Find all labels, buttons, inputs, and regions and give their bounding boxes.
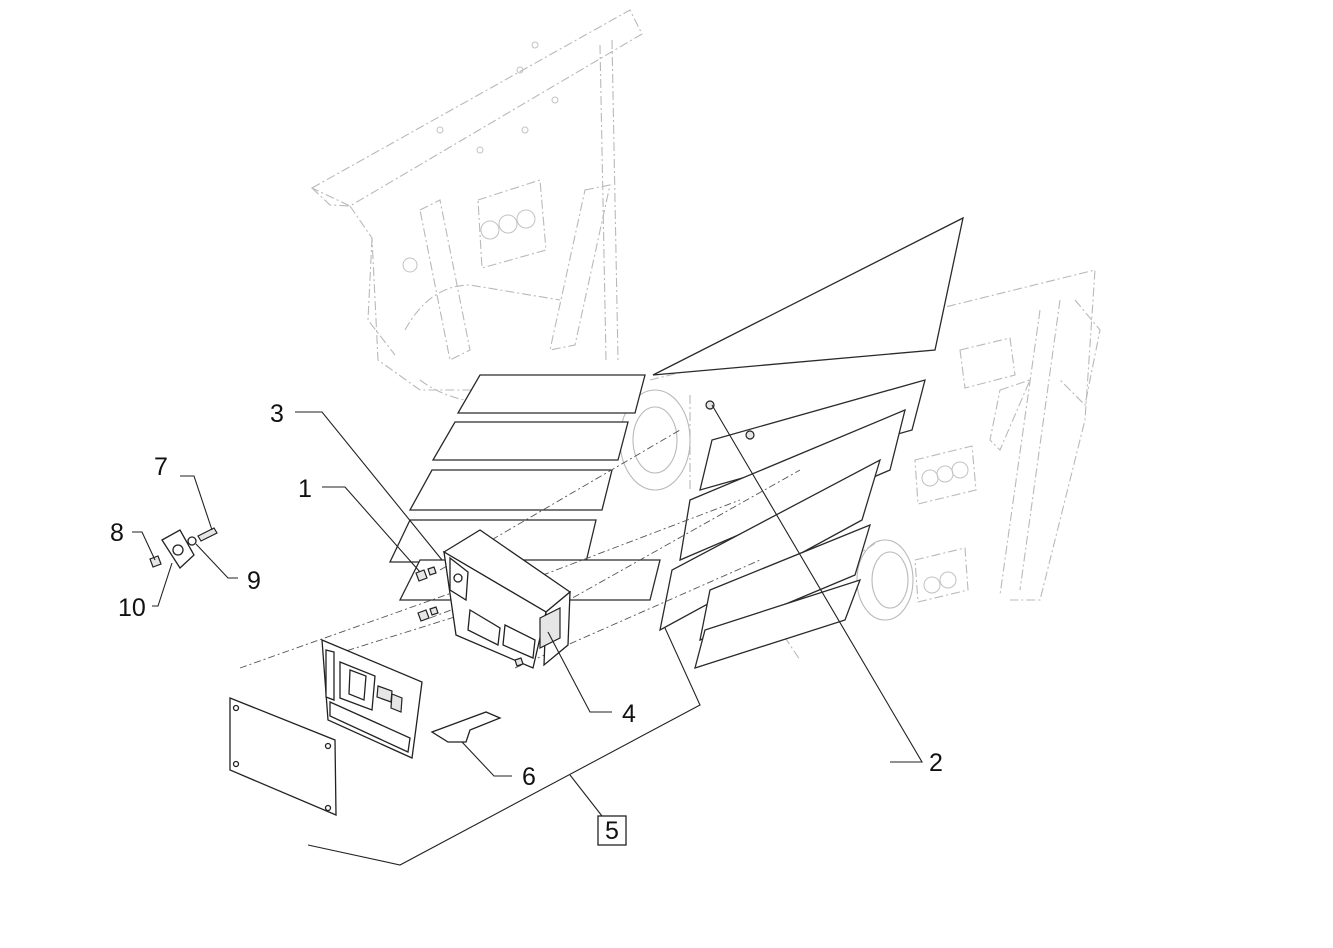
callout-2: 2 [929,749,943,777]
callout-4: 4 [622,700,636,728]
callout-5-box [597,815,627,846]
part-2-nuts [705,400,755,440]
leader-lines [132,404,923,866]
callout-6: 6 [522,763,536,791]
callout-1: 1 [298,475,312,503]
callout-10: 10 [118,594,146,622]
circuit-board [321,638,423,759]
parts-7-10-bracket [149,527,218,570]
callout-5: 5 [605,817,619,845]
part-1-screws [415,566,439,622]
cover-plate [229,697,337,816]
part-4-housing [442,529,572,669]
watermark-logo [388,216,964,669]
callout-9: 9 [247,567,261,595]
callout-labels: 3 1 7 8 9 10 4 6 2 5 [110,400,943,846]
callout-8: 8 [110,519,124,547]
part-6-strip [430,711,502,743]
callout-3: 3 [270,400,284,428]
callout-7: 7 [154,453,168,481]
